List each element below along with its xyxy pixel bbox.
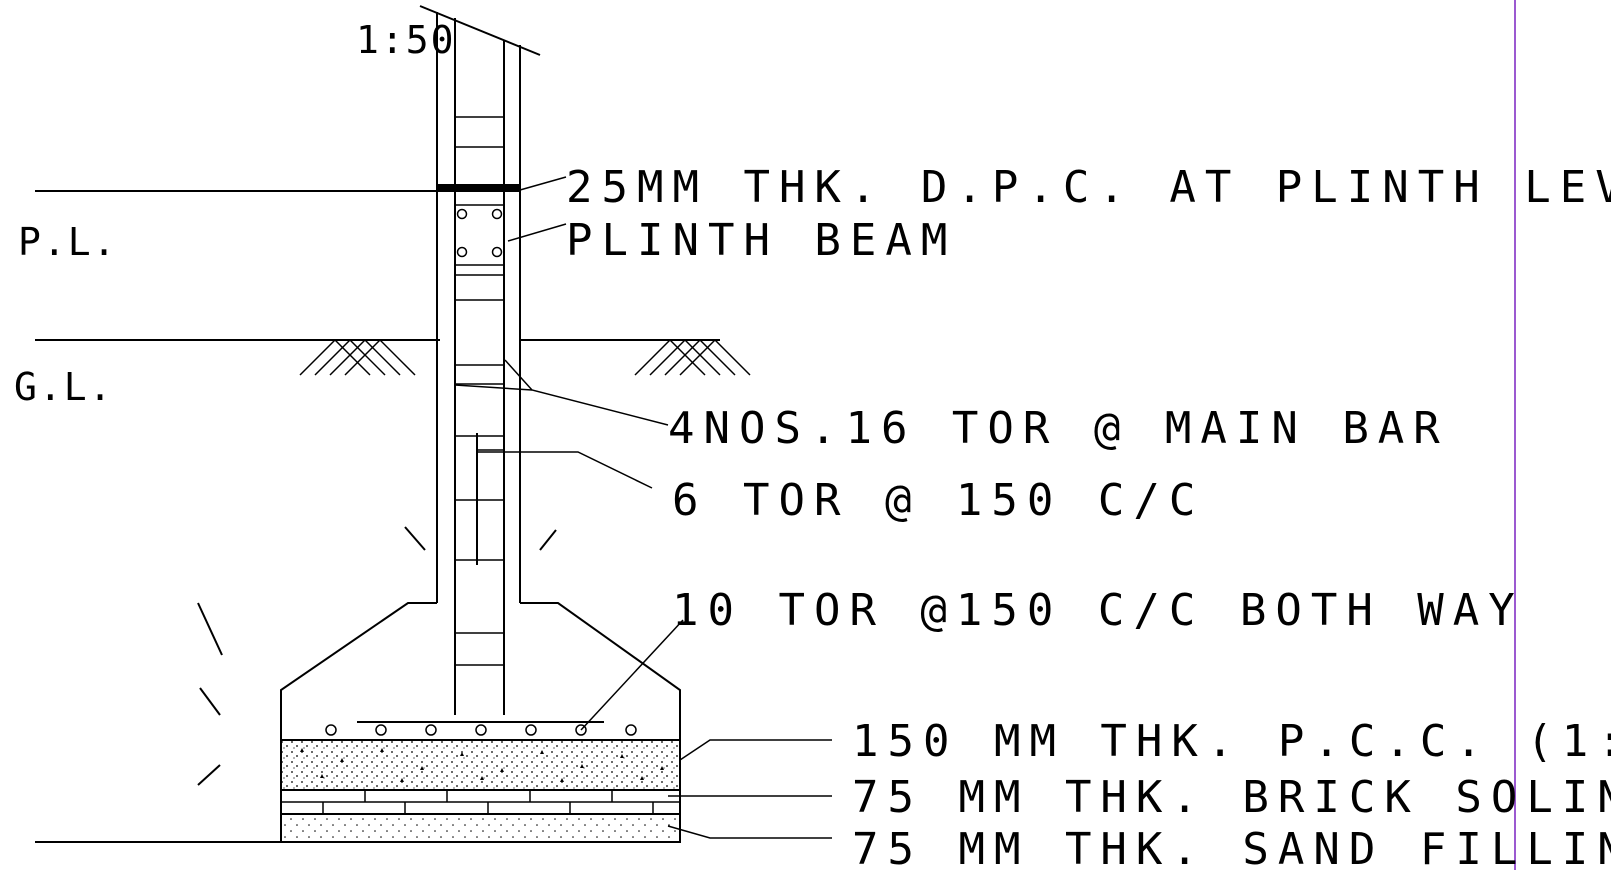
stirrups-callout: 6 TOR @ 150 C/C: [672, 475, 1204, 526]
pcc-callout: 150 MM THK. P.C.C. (1:4:8): [852, 716, 1611, 767]
plinth-beam-callout: PLINTH BEAM: [566, 215, 956, 266]
plinth-level-label: P.L.: [18, 220, 118, 264]
earth-hatch-left: [299, 339, 416, 376]
ground-level-label: G.L.: [14, 365, 114, 409]
excavation-marks: [197, 526, 557, 786]
plinth-beam-section: [455, 204, 504, 266]
sand-filling-callout: 75 MM THK. SAND FILLING.: [852, 824, 1611, 870]
dpc-band: [437, 184, 520, 192]
brick-joints: [281, 790, 680, 814]
scale-label: 1:50: [356, 18, 456, 62]
footing-outline-right: [520, 602, 681, 740]
brick-soling-callout: 75 MM THK. BRICK SOLING.: [852, 772, 1611, 823]
main-bar-callout: 4NOS.16 TOR @ MAIN BAR: [668, 403, 1449, 454]
earth-hatch-right: [634, 339, 751, 376]
dpc-callout: 25MM THK. D.P.C. AT PLINTH LEVEL: [566, 162, 1611, 213]
column: [436, 12, 521, 715]
sand-filling-layer: [280, 813, 681, 843]
footing-bars-callout: 10 TOR @150 C/C BOTH WAY: [672, 585, 1524, 636]
footing-outline: [280, 602, 437, 740]
footing-rebar-dots: [325, 724, 637, 736]
pcc-aggregate: [300, 748, 664, 782]
leader-lines: [454, 176, 832, 839]
pcc-layer: [280, 739, 681, 791]
